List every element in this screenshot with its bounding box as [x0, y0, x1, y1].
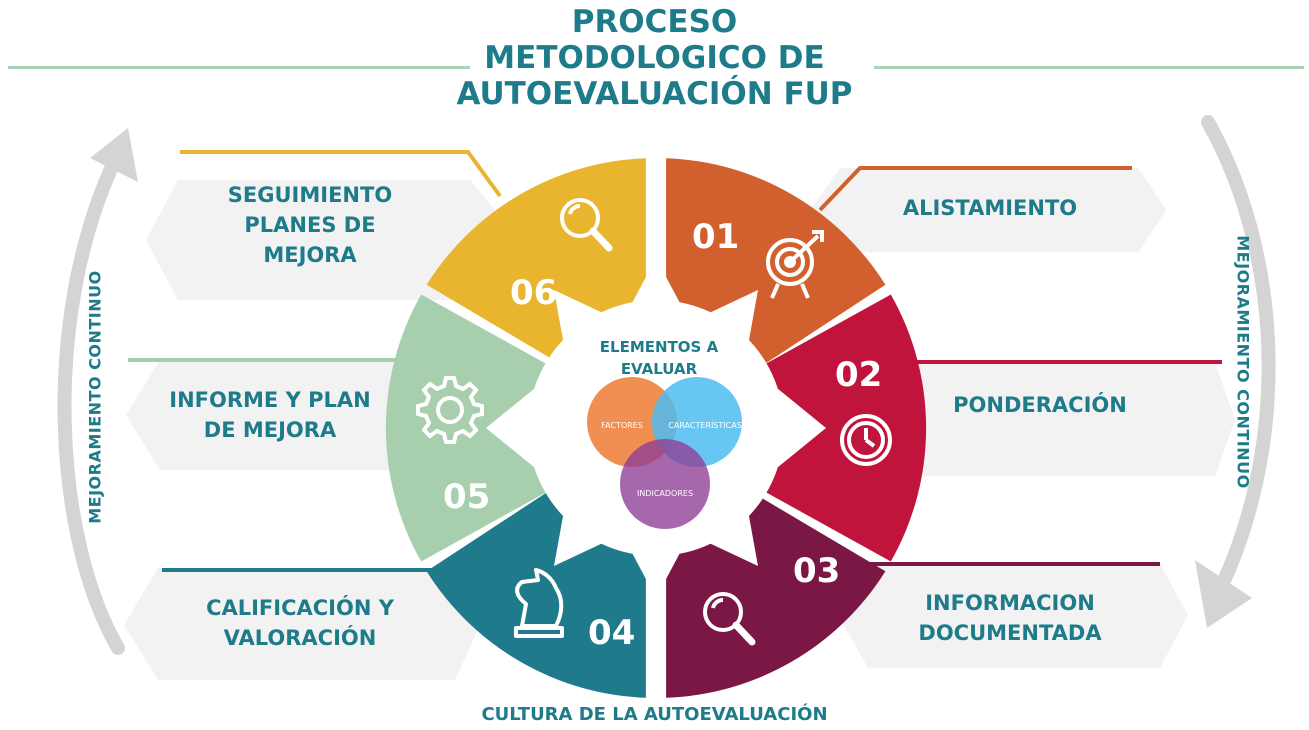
page-title: PROCESO METODOLOGICO DE AUTOEVALUACIÓN F… [0, 4, 1309, 112]
title-line-1: PROCESO [571, 4, 738, 40]
panel-06 [146, 180, 520, 300]
left-cycle-arrow [57, 128, 138, 655]
venn-indicadores [620, 439, 710, 529]
bottom-caption: CULTURA DE LA AUTOEVALUACIÓN [481, 704, 828, 725]
step-label-03: INFORMACION DOCUMENTADA [880, 588, 1140, 648]
side-label-right: MEJORAMIENTO CONTINUO [1233, 235, 1253, 489]
magnifier-icon-03 [703, 592, 756, 646]
step-label-03-line-1: INFORMACION [925, 591, 1095, 615]
step-label-04-line-2: VALORACIÓN [223, 626, 377, 650]
chess-knight-icon [514, 568, 564, 638]
step-label-06-line-3: MEJORA [263, 243, 357, 267]
right-cycle-arrow [1195, 115, 1276, 628]
venn-diagram [587, 377, 742, 529]
venn-label-factores: FACTORES [601, 421, 643, 430]
panel-02 [846, 362, 1235, 476]
segment-05 [385, 294, 552, 562]
step-number-04: 04 [588, 613, 635, 653]
panel-01-line [818, 166, 1132, 212]
step-number-06: 06 [510, 273, 557, 313]
step-label-03-line-2: DOCUMENTADA [918, 621, 1102, 645]
step-label-05-line-2: DE MEJORA [203, 418, 337, 442]
panel-05 [126, 360, 450, 470]
step-label-04: CALIFICACIÓN Y VALORACIÓN [165, 593, 435, 653]
venn-label-indicadores: INDICADORES [637, 489, 693, 498]
step-number-03: 03 [793, 551, 840, 591]
center-title-line-2: EVALUAR [621, 360, 698, 378]
step-label-05: INFORME Y PLAN DE MEJORA [140, 385, 400, 445]
side-label-left: MEJORAMIENTO CONTINUO [85, 270, 105, 524]
step-label-06-line-2: PLANES DE [244, 213, 376, 237]
label-panels [124, 150, 1235, 680]
step-label-04-line-1: CALIFICACIÓN Y [206, 596, 394, 620]
step-label-06-line-1: SEGUIMIENTO [227, 183, 393, 207]
clock-icon [840, 414, 892, 466]
step-label-01-line-1: ALISTAMIENTO [902, 196, 1078, 220]
step-label-02: PONDERACIÓN [900, 390, 1180, 420]
target-icon [766, 230, 824, 299]
process-wheel [385, 158, 927, 698]
title-line-3: AUTOEVALUACIÓN FUP [456, 76, 853, 112]
title-divider-left [8, 66, 470, 69]
panel-06-line [180, 150, 502, 198]
step-label-02-line-1: PONDERACIÓN [953, 393, 1127, 417]
center-title-line-1: ELEMENTOS A [600, 338, 719, 356]
step-label-06: SEGUIMIENTO PLANES DE MEJORA [190, 180, 430, 270]
title-line-2: METODOLOGICO DE [484, 40, 825, 76]
step-number-05: 05 [443, 477, 490, 517]
venn-label-caracteristicas: CARACTERÍSTICAS [668, 419, 742, 430]
step-number-01: 01 [692, 217, 739, 257]
step-label-01: ALISTAMIENTO [860, 193, 1120, 223]
title-divider-right [874, 66, 1304, 69]
panel-03 [838, 564, 1188, 668]
step-label-05-line-1: INFORME Y PLAN [169, 388, 371, 412]
magnifier-icon-06 [560, 198, 613, 252]
panel-01 [810, 168, 1166, 252]
panel-04 [124, 568, 480, 680]
gear-icon [416, 376, 484, 444]
step-number-02: 02 [835, 355, 882, 395]
